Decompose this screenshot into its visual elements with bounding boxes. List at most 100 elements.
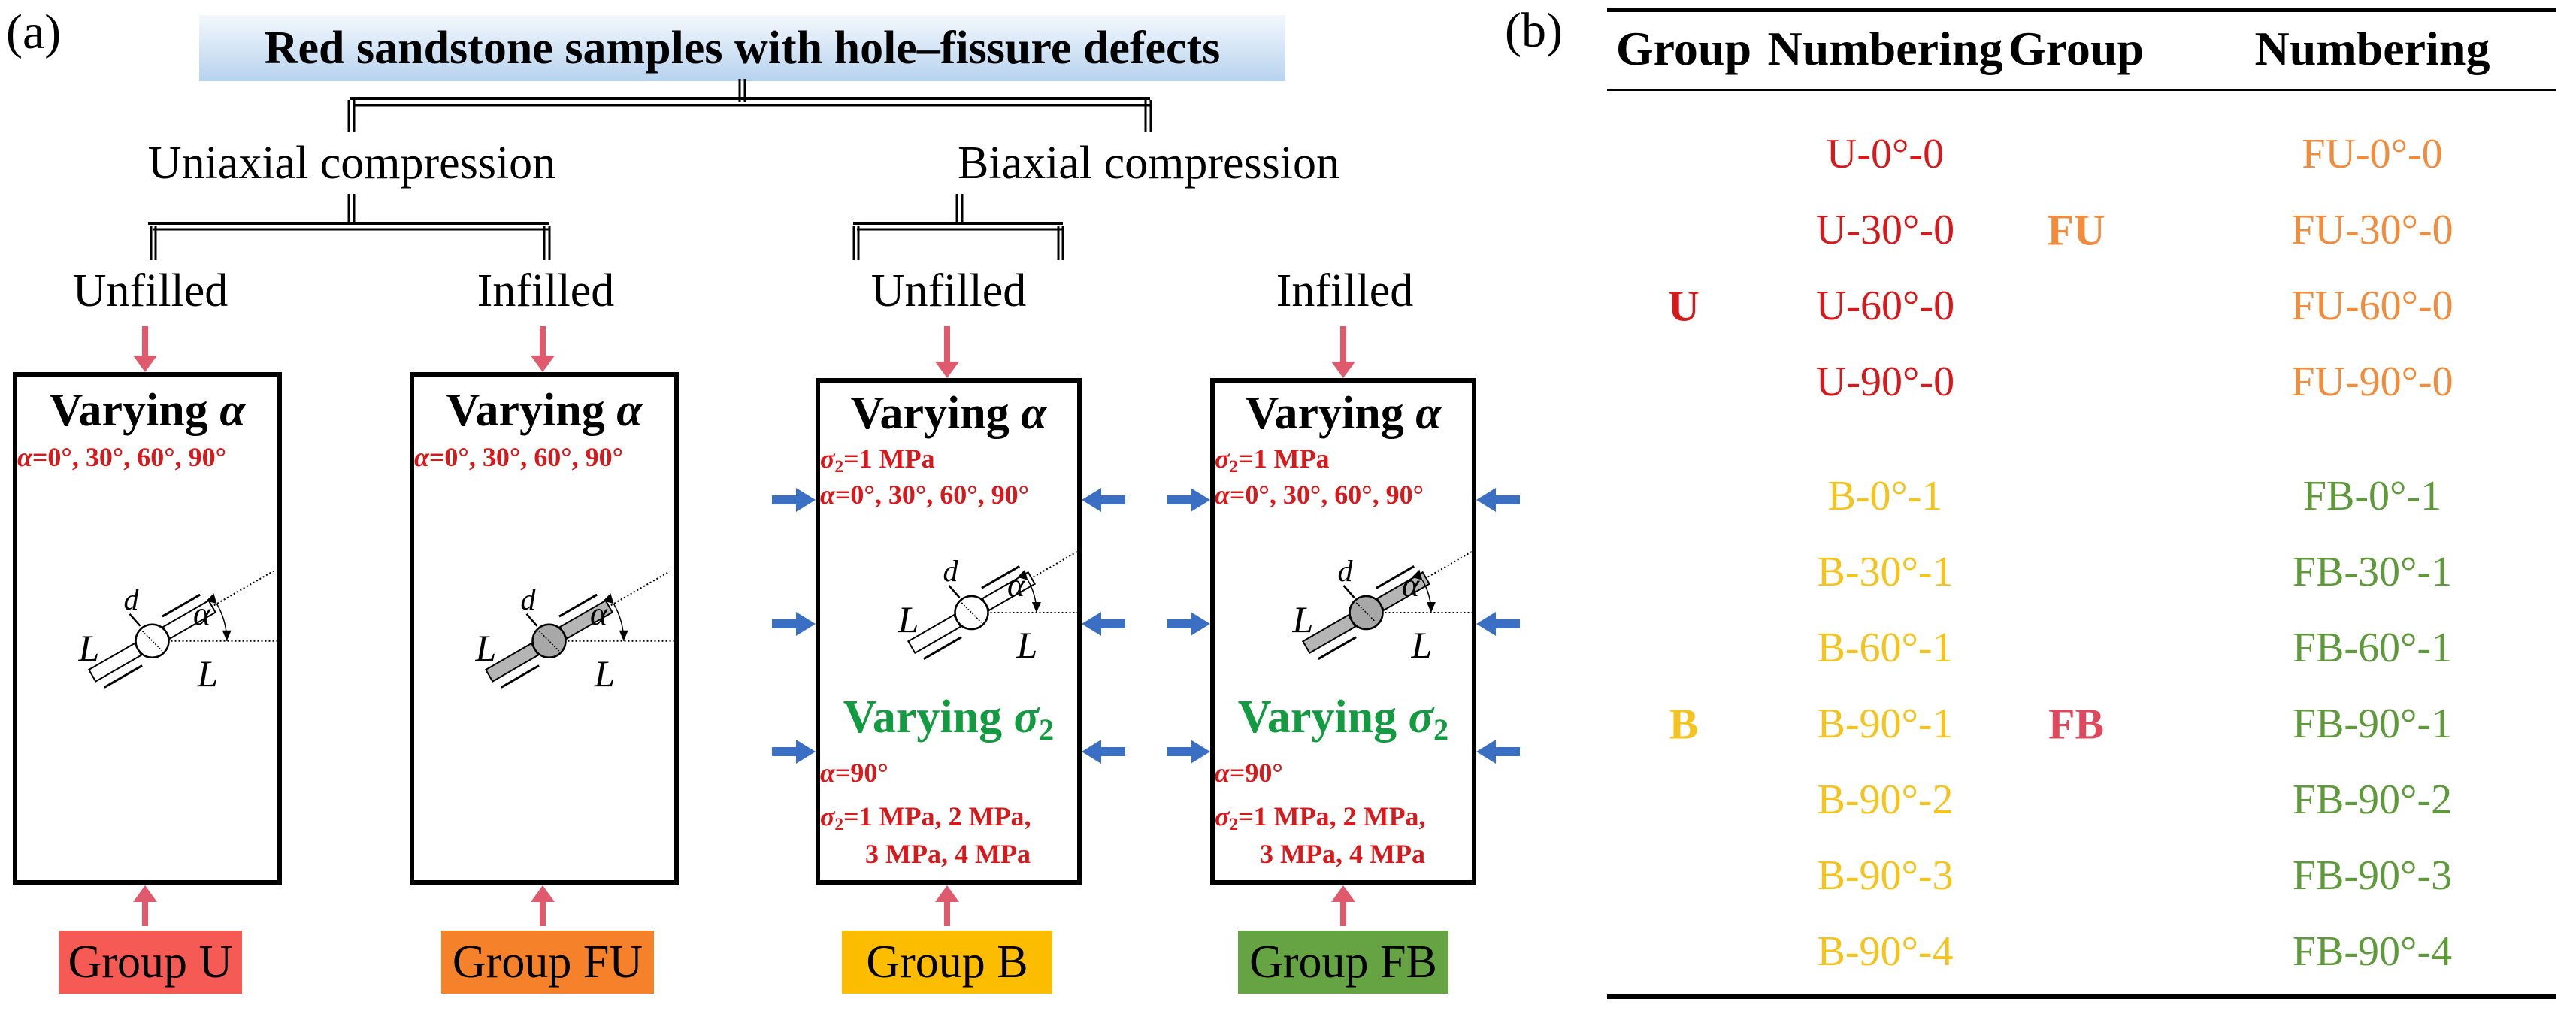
label-alpha: α	[1007, 567, 1025, 604]
tree-lines	[148, 79, 1152, 260]
table-cell-numbering: FU-30°-0	[2291, 207, 2453, 253]
lateral-load-arrow-right	[1476, 612, 1520, 636]
sigma-subscript: 2	[1433, 713, 1449, 747]
label-l: L	[475, 627, 497, 669]
table-header-numbering-1: Numbering	[1767, 22, 2003, 75]
sigma-symbol: σ	[1013, 692, 1040, 743]
table-cell-numbering: U-30°-0	[1815, 207, 1955, 253]
group-label-u: Group U	[59, 931, 242, 994]
dimension-arrow-l	[558, 593, 598, 618]
dimension-arrow-l	[501, 664, 540, 689]
d-pointer	[948, 585, 961, 598]
group-label-fu: Group FU	[441, 931, 654, 994]
lateral-load-arrow-right	[1082, 612, 1125, 636]
sigma-range-line-2: 3 MPa, 4 MPa	[865, 839, 1031, 869]
sigma-subscript: 2	[834, 456, 844, 477]
alpha-symbol: α	[1215, 758, 1230, 788]
alpha-symbol: α	[414, 442, 429, 472]
alpha-symbol: α	[820, 480, 835, 510]
table-cell-numbering: FU-60°-0	[2291, 283, 2453, 329]
table-cell-numbering: U-60°-0	[1815, 283, 1955, 329]
angle-arrowhead	[619, 630, 628, 641]
table-cell-numbering: B-90°-2	[1817, 776, 1954, 823]
table-header-rule	[1607, 89, 2556, 91]
alpha-values-text: =0°, 30°, 60°, 90°	[428, 442, 624, 472]
angle-arrowhead	[603, 593, 614, 604]
sigma-fixed: σ2=1 MPa	[1215, 443, 1330, 477]
title-text: Varying	[843, 692, 1014, 743]
table-cell-numbering: FB-30°-1	[2292, 549, 2453, 595]
dimension-arrow-l	[981, 565, 1020, 589]
dimension-arrow-l	[162, 593, 201, 618]
sigma-range-line-1: σ2=1 MPa, 2 MPa,	[1215, 801, 1426, 835]
angle-arrowhead	[1412, 569, 1423, 580]
label-alpha: α	[590, 595, 608, 632]
title-text: Varying	[1237, 692, 1409, 743]
table-cell-group-fb: FB	[2048, 699, 2105, 749]
table-cell-group-b: B	[1669, 699, 1699, 749]
lateral-load-arrow-right	[1476, 740, 1520, 764]
table-cell-numbering: FB-90°-2	[2292, 776, 2453, 823]
lateral-load-arrow-right	[1476, 488, 1520, 512]
dimension-arrow-l	[104, 664, 143, 689]
table-header-group-1: Group	[1615, 22, 1752, 75]
sigma-symbol: σ	[1215, 443, 1230, 474]
hole	[531, 623, 567, 659]
title-text: Varying	[850, 388, 1022, 439]
label-alpha: α	[1402, 567, 1420, 604]
table-bottom-rule	[1607, 994, 2556, 999]
node-uniaxial-unfilled: Unfilled	[72, 265, 229, 316]
axial-load-arrow-bottom	[1331, 885, 1355, 926]
table-cell-numbering: FB-90°-4	[2292, 928, 2453, 975]
label-l: L	[78, 627, 100, 669]
table-cell-numbering: B-0°-1	[1827, 473, 1943, 519]
angle-arrowhead	[206, 593, 217, 604]
angle-arrowhead	[1017, 569, 1028, 580]
table-cell-numbering: B-90°-1	[1817, 701, 1954, 747]
sigma-range-text: =1 MPa, 2 MPa,	[843, 801, 1031, 831]
label-d: d	[1338, 554, 1354, 588]
title-text: Varying	[446, 385, 617, 436]
sigma-fixed: σ2=1 MPa	[820, 443, 935, 477]
axial-load-arrow-bottom	[935, 885, 959, 926]
lateral-load-arrow-left	[772, 488, 816, 512]
angle-arrowhead	[1426, 602, 1436, 613]
hole	[1349, 595, 1384, 631]
lateral-load-arrow-left	[1167, 612, 1210, 636]
alpha-fixed-text: =90°	[834, 758, 888, 788]
node-uniaxial-infilled: Infilled	[477, 265, 615, 316]
alpha-symbol: α	[219, 385, 246, 436]
alpha-fixed: α=90°	[820, 757, 888, 789]
alpha-symbol: α	[17, 442, 32, 472]
sigma-symbol: σ	[820, 443, 835, 474]
table-cell-numbering: B-90°-4	[1817, 928, 1954, 975]
table-cell-numbering: U-90°-0	[1815, 359, 1955, 405]
table-cell-numbering: FU-90°-0	[2291, 359, 2453, 405]
table-cell-group-u: U	[1668, 281, 1700, 330]
specimen-title: Varying α	[414, 384, 674, 437]
alpha-symbol: α	[1215, 480, 1230, 510]
panel-a-label: (a)	[6, 5, 62, 59]
label-d: d	[521, 583, 537, 616]
sigma-range-line-1: σ2=1 MPa, 2 MPa,	[820, 801, 1031, 835]
table-cell-numbering: FU-0°-0	[2302, 131, 2443, 177]
specimen-second-title: Varying σ2	[1215, 691, 1472, 747]
alpha-values: α=0°, 30°, 60°, 90°	[820, 479, 1029, 510]
alpha-values-text: =0°, 30°, 60°, 90°	[1229, 480, 1424, 510]
group-label-text: Group U	[68, 936, 233, 988]
specimen-title: Varying α	[17, 384, 277, 437]
lateral-load-arrow-right	[1082, 740, 1125, 764]
group-label-fb: Group FB	[1238, 931, 1448, 994]
d-pointer	[525, 613, 538, 627]
specimen-box-b: Varying α σ2=1 MPa α=0°, 30°, 60°, 90° d…	[816, 378, 1082, 885]
dimension-arrow-l	[1318, 636, 1357, 661]
table-cell-numbering: FB-0°-1	[2302, 473, 2442, 519]
sigma-subscript: 2	[834, 814, 844, 834]
label-l: L	[1411, 624, 1433, 661]
alpha-symbol: α	[1021, 388, 1047, 439]
sigma-subscript: 2	[1229, 814, 1239, 834]
